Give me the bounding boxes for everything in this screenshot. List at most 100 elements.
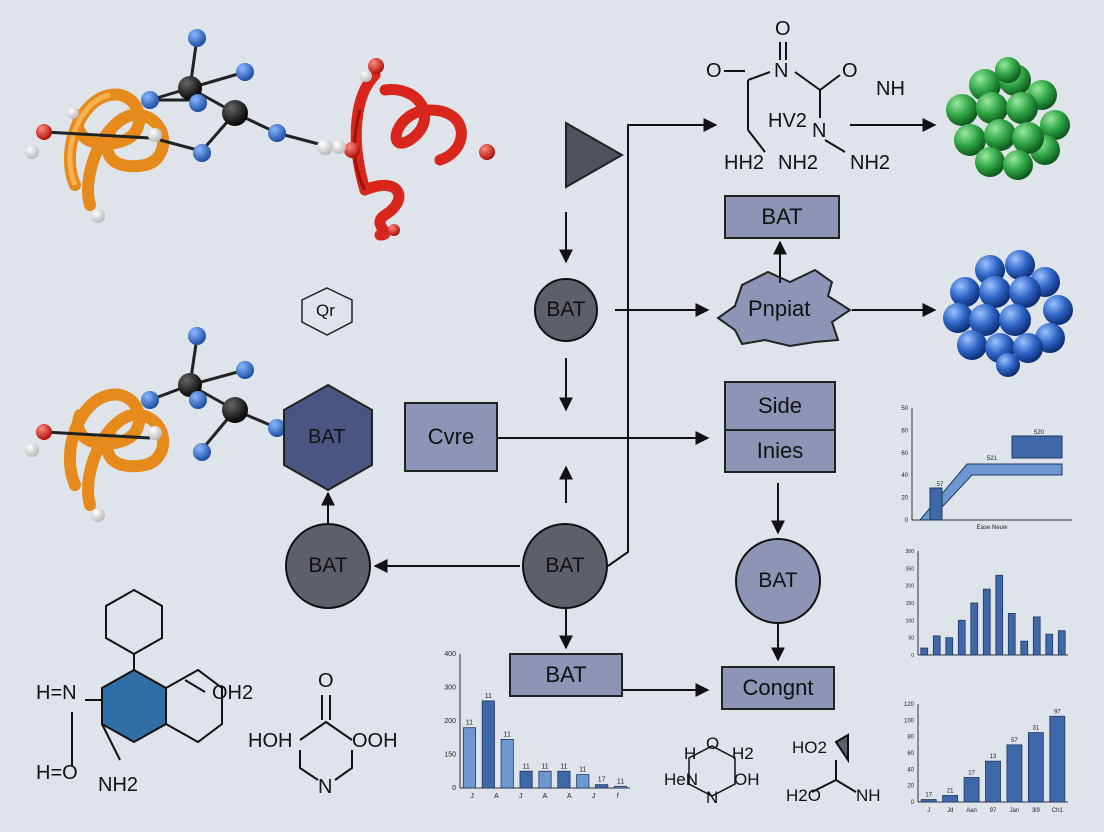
mol-tr-hh2: HH2 [724,152,765,174]
bat-hexagon-shape [283,383,373,492]
mol-bm-ooh: OOH [352,730,398,752]
mol-tr-nh2-b: NH2 [850,152,891,174]
blue-sphere-cluster [943,250,1073,377]
y-tick-label: 50 [901,406,908,412]
x-tick-label: 3i9 [1032,808,1041,814]
triangle-node [565,121,625,189]
x-tick-label: A [543,793,548,800]
bat-circle-right[interactable]: BAT [735,538,821,624]
protein-model-top-left [25,29,333,223]
mol-tr-nh-right: NH [876,78,905,100]
mol-acid-nh: NH [856,786,881,805]
bar [982,588,991,656]
inies-box[interactable]: Inies [724,429,836,473]
bat-circle-left[interactable]: BAT [285,523,371,609]
bar [985,760,1001,803]
mol-sr-oh: OH [734,770,760,789]
y-tick-label: 300 [906,549,915,555]
mol-sr-n: N [706,788,719,807]
bar-data-label: 11 [541,763,548,770]
y-tick-label: 400 [444,651,456,658]
bat-box-bottom[interactable]: BAT [509,653,623,697]
cvre-box[interactable]: Cvre [404,402,498,472]
y-tick-label: 20 [901,496,908,502]
protein-model-mid-left [25,327,286,522]
bar-data-label: 11 [466,720,473,727]
bar [963,777,980,803]
bar [1020,640,1029,656]
bar [557,770,571,789]
area-data-label: 521 [987,456,998,462]
bar [920,799,937,803]
x-tick-label: Jd [947,808,953,814]
bar [1007,613,1016,656]
bar-data-label: 11 [522,763,529,770]
bar [920,647,929,656]
mol-tr-o-left: O [706,60,722,82]
y-tick-label: 200 [444,718,456,725]
y-tick-label: 80 [907,735,914,741]
bar-data-label: 13 [990,754,997,760]
bar [481,700,495,789]
mol-tr-n-mid: N [812,120,827,142]
mol-acid-ho2: HO2 [792,738,827,757]
bar-data-label: 31 [1033,726,1040,732]
y-tick-label: 150 [444,752,456,759]
y-tick-label: 200 [906,584,915,590]
molecule-small-ring [688,745,736,797]
y-tick-label: 60 [907,751,914,757]
y-tick-label: 60 [901,451,908,457]
bar [462,727,476,789]
bat-circle-center[interactable]: BAT [522,523,608,609]
bar [995,574,1004,656]
bar [970,602,979,656]
mol-acid-h2o: H2O [786,786,821,805]
x-tick-label: Ch1 [1052,808,1064,814]
x-tick-label: J [927,808,930,814]
y-tick-label: 40 [901,473,908,479]
mol-bm-hoh: HOH [248,730,293,752]
y-tick-label: 0 [452,785,456,792]
bar [1032,616,1041,656]
bar [595,784,609,789]
mol-sr-h2: H2 [732,744,754,763]
mol-sr-hen: HeN [664,770,699,789]
x-tick-label: J [470,793,474,800]
bat-hexagon-label[interactable]: BAT [308,426,346,448]
area-data-label: 57 [937,482,944,488]
connector-lines [321,118,937,697]
mol-bl-h-o: H=O [36,762,78,784]
mol-tr-nh2-a: NH2 [778,152,819,174]
molecule-bottom-left [71,588,223,766]
bar [942,795,959,803]
bar [614,785,628,789]
bar [945,637,954,656]
x-tick-label: A [494,793,499,800]
bat-circle-top[interactable]: BAT [534,278,598,342]
bar-data-label: 11 [579,767,586,774]
side-box[interactable]: Side [724,381,836,431]
area-step [929,487,943,521]
pnpiat-blob [716,268,852,348]
x-axis-label: Ease Neuw [977,525,1008,531]
y-tick-label: 0 [911,800,915,806]
mol-bm-o: O [318,670,334,692]
y-tick-label: 100 [906,618,915,624]
bar [538,770,552,789]
molecule-bottom-mid [299,695,353,781]
mol-bm-n: N [318,776,333,798]
y-tick-label: 150 [906,601,915,607]
mol-tr-o-top: O [775,18,791,40]
bat-box-top-right[interactable]: BAT [724,195,840,239]
mol-tr-n-top: N [774,60,789,82]
y-tick-label: 100 [904,718,915,724]
bar-data-label: 97 [1054,709,1061,715]
bar-data-label: 11 [504,731,511,738]
congnt-box[interactable]: Congnt [721,666,835,710]
x-tick-label: A [567,793,572,800]
bar-data-label: 11 [560,763,567,770]
bar [1057,630,1066,656]
